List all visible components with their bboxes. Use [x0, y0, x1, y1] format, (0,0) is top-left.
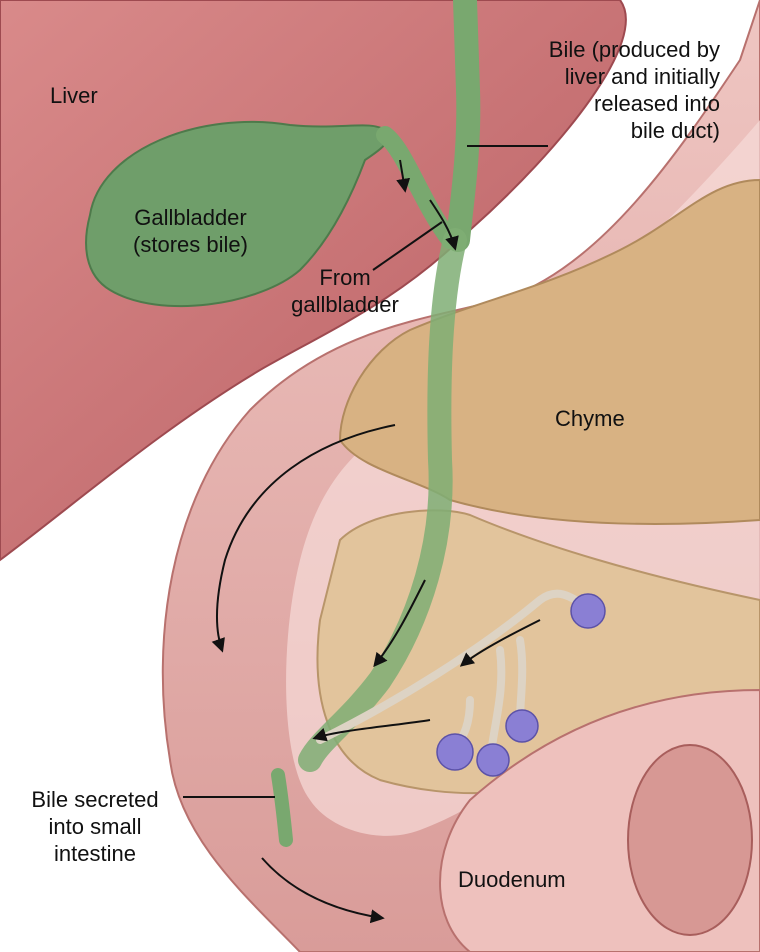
- bile-label-line1: Bile (produced by: [548, 37, 720, 62]
- duodenum-opening: [627, 744, 753, 936]
- gallbladder: [85, 120, 390, 307]
- bile-label-line3: released into: [594, 91, 720, 116]
- from-gallbladder-line1: From: [319, 265, 371, 290]
- duodenum-label: Duodenum: [458, 867, 566, 892]
- flow-arrow-icon: [211, 159, 541, 924]
- gallbladder-label-line1: Gallbladder: [134, 205, 247, 230]
- acini-clusters: [436, 593, 606, 777]
- from-gallbladder-label: From gallbladder: [270, 264, 420, 318]
- pancreatic-duct: [316, 589, 594, 764]
- bile-label-line2: liver and initially: [564, 64, 720, 89]
- bile-secreted-label: Bile secreted into small intestine: [10, 786, 180, 867]
- cystic-duct: [376, 126, 459, 249]
- hepatic-duct: [446, 0, 481, 252]
- gallbladder-label: Gallbladder (stores bile): [108, 204, 273, 258]
- bile-label-line4: bile duct): [630, 118, 720, 143]
- leader-lines: [183, 145, 548, 798]
- common-bile-duct: [298, 228, 467, 772]
- bile-secreted-line2: into small: [48, 814, 142, 839]
- liver-label: Liver: [50, 83, 98, 108]
- from-gallbladder-line2: gallbladder: [291, 292, 399, 317]
- bile-secreted-line1: Bile secreted: [31, 787, 159, 812]
- chyme-label: Chyme: [555, 406, 625, 431]
- bile-label: Bile (produced by liver and initially re…: [480, 36, 720, 144]
- bile-secreted-line3: intestine: [54, 841, 136, 866]
- gallbladder-label-line2: (stores bile): [133, 232, 248, 257]
- bile-outlet: [271, 768, 293, 847]
